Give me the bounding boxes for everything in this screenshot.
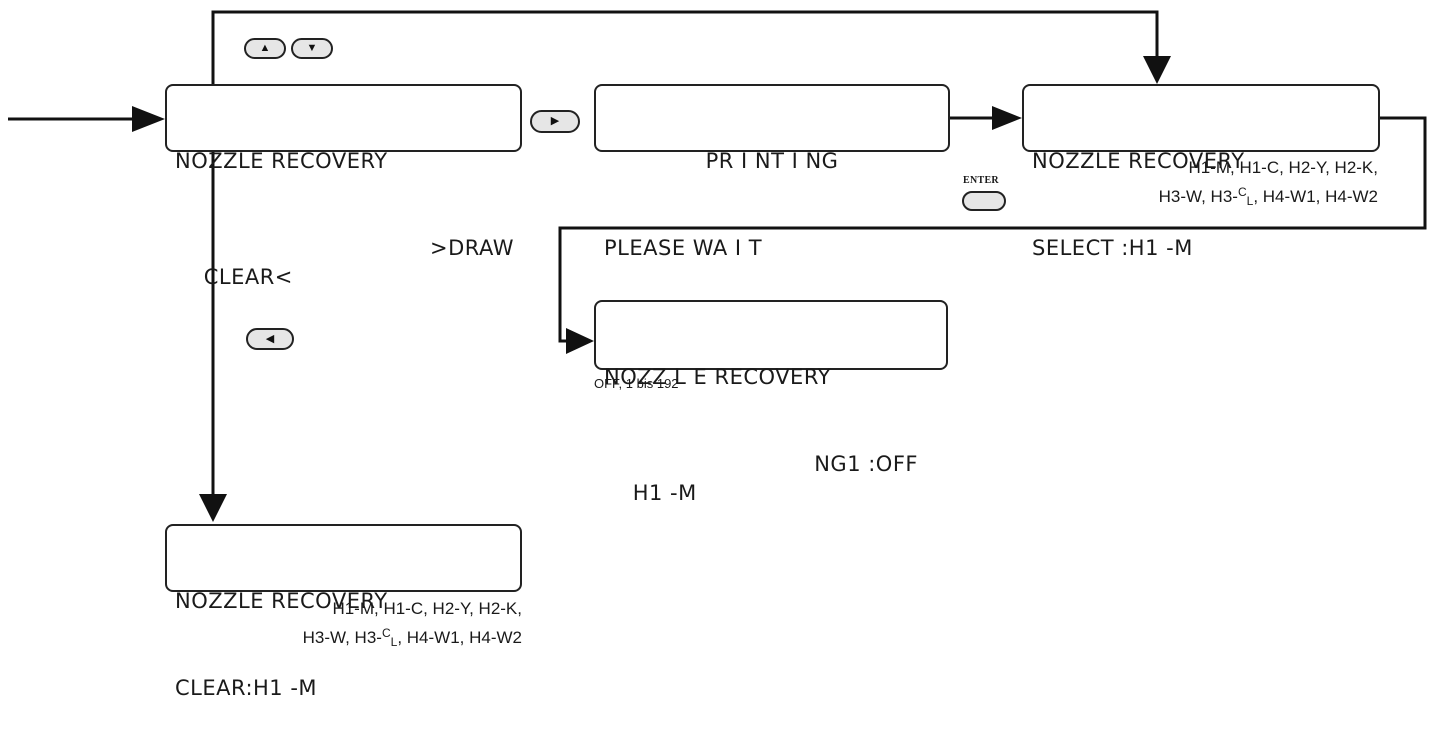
menu-to-clear-arrowhead: [199, 494, 227, 522]
entry-arrowhead: [132, 106, 165, 132]
loop-top-line: [211, 10, 1159, 84]
options-line-1: H1-M, H1-C, H2-Y, H2-K,: [332, 599, 522, 618]
up-key[interactable]: ▲: [244, 38, 286, 59]
left-triangle-icon: ◀: [265, 332, 275, 345]
select-to-setting-line: [558, 116, 1427, 343]
lcd-line-2: CLEAR:H1 -M: [175, 676, 318, 700]
up-triangle-icon: ▲: [259, 42, 271, 54]
select-to-setting-arrowhead: [566, 328, 594, 354]
lcd-line-1: NOZZ L E RECOVERY: [604, 365, 831, 389]
enter-key[interactable]: [962, 191, 1006, 211]
lcd-line-2: CLEAR< >DRAW: [175, 234, 520, 289]
down-key[interactable]: ▼: [291, 38, 333, 59]
options-line-2: H3-W, H3-CL, H4-W1, H4-W2: [1158, 185, 1378, 208]
setting-range-note: OFF, 1 bis 192: [594, 376, 679, 391]
options-line-1: H1-M, H1-C, H2-Y, H2-K,: [1188, 158, 1378, 177]
printing-to-select-arrowhead: [992, 106, 1022, 130]
down-triangle-icon: ▼: [306, 42, 318, 54]
lcd-line-2: SELECT :H1 -M: [1032, 236, 1193, 260]
lcd-nozzle-recovery-menu: NOZZLE RECOVERY CLEAR< >DRAW: [165, 84, 522, 289]
lcd-line-1: PR I NT I NG: [705, 149, 839, 173]
flow-connectors: [8, 10, 1427, 522]
lcd-nozzle-setting: NOZZ L E RECOVERY H1 -M NG1 :OFF: [594, 300, 948, 505]
lcd-line-1: NOZZLE RECOVERY: [175, 149, 388, 173]
lcd-nozzle-select: NOZZLE RECOVERY SELECT :H1 -M: [1022, 84, 1380, 260]
lcd-line-1: NOZZLE RECOVERY: [175, 589, 388, 613]
draw-option: >DRAW: [430, 236, 514, 260]
clear-option: CLEAR<: [203, 265, 293, 289]
clear-head-options: H1-M, H1-C, H2-Y, H2-K, H3-W, H3-CL, H4-…: [303, 597, 522, 654]
right-triangle-icon: ▶: [550, 115, 560, 127]
head-value: H1 -M: [632, 481, 697, 505]
lcd-line-2: PLEASE WA I T: [604, 236, 763, 260]
lcd-line-2: H1 -M NG1 :OFF: [604, 450, 946, 505]
enter-key-label: ENTER: [963, 175, 999, 186]
options-line-2: H3-W, H3-CL, H4-W1, H4-W2: [302, 626, 522, 649]
select-head-options: H1-M, H1-C, H2-Y, H2-K, H3-W, H3-CL, H4-…: [1159, 156, 1378, 213]
right-key[interactable]: ▶: [530, 110, 580, 133]
lcd-line-1: NOZZLE RECOVERY: [1032, 149, 1245, 173]
nozzle-value: NG1 :OFF: [814, 452, 918, 476]
left-key[interactable]: ◀: [246, 328, 294, 350]
lcd-printing: PR I NT I NG PLEASE WA I T: [594, 84, 950, 260]
lcd-nozzle-clear: NOZZLE RECOVERY CLEAR:H1 -M: [165, 524, 522, 700]
loop-top-arrowhead: [1143, 56, 1171, 84]
